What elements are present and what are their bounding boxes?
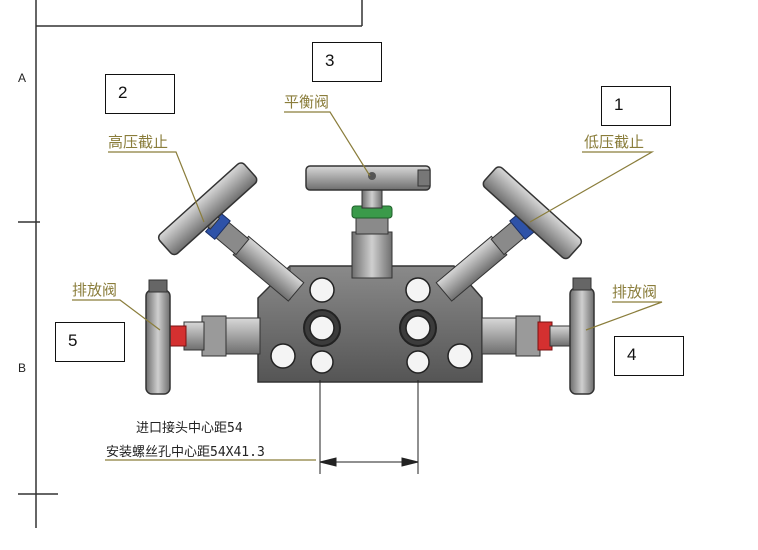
callout-box-2: 2 (105, 74, 175, 114)
row-label-a: A (18, 71, 26, 85)
manifold-block (257, 265, 483, 383)
dimension-line-1: 进口接头中心距54 (136, 420, 243, 436)
right-drain-valve (481, 277, 595, 395)
callout-box-5: 5 (55, 322, 125, 362)
dimension-lines (319, 380, 419, 474)
left-drain-valve (145, 279, 261, 395)
left-drain-label: 排放阀 (72, 281, 117, 299)
drawing-frame (18, 0, 363, 528)
callout-number-3: 3 (325, 51, 335, 70)
callout-box-3: 3 (312, 42, 382, 82)
low-pressure-label: 低压截止 (584, 133, 644, 151)
balance-valve (305, 165, 431, 279)
balance-valve-label: 平衡阀 (284, 93, 329, 111)
high-pressure-valve (157, 162, 305, 302)
callout-number-2: 2 (118, 83, 128, 102)
callout-number-5: 5 (68, 331, 78, 350)
low-pressure-valve (435, 166, 583, 302)
high-pressure-label: 高压截止 (108, 133, 168, 151)
callout-number-1: 1 (614, 95, 624, 114)
callout-box-4: 4 (614, 336, 684, 376)
row-label-b: B (18, 361, 26, 375)
callout-box-1: 1 (601, 86, 671, 126)
right-drain-label: 排放阀 (612, 283, 657, 301)
leader-lines (72, 111, 663, 461)
callout-number-4: 4 (627, 345, 637, 364)
dimension-line-2: 安装螺丝孔中心距54X41.3 (106, 445, 265, 460)
